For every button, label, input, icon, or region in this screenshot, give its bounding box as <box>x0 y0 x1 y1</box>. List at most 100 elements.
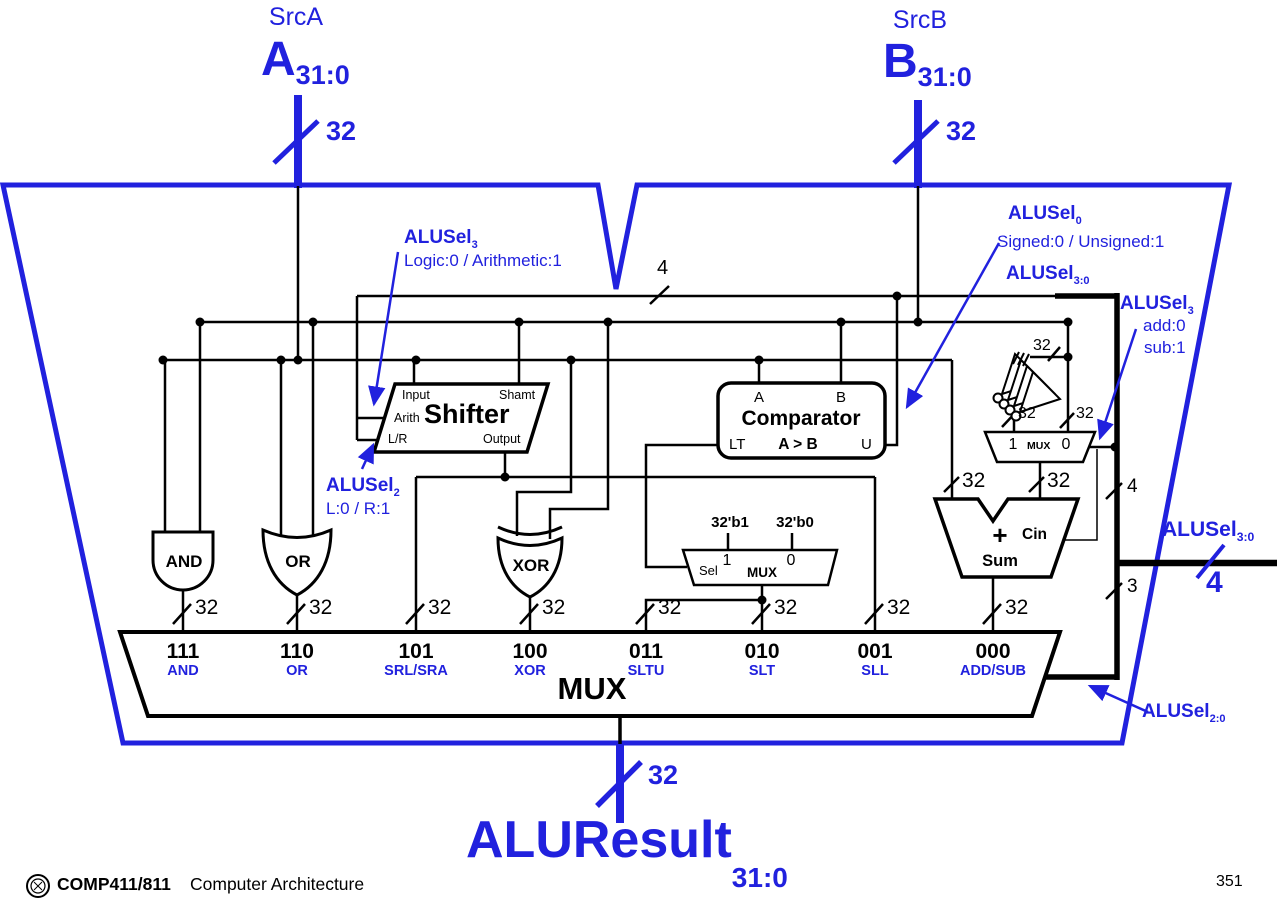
w32-xor: 32 <box>542 596 566 619</box>
inv-mux-in1: 1 <box>1008 436 1018 453</box>
w32-adder-b: 32 <box>1047 469 1071 492</box>
annotation-alusel2-desc: L:0 / R:1 <box>326 499 391 518</box>
srcB-bus <box>892 100 940 188</box>
lt-to-sel-wire <box>644 443 719 569</box>
slt-mux-in0: 0 <box>786 552 796 569</box>
srcA-label: SrcA <box>268 3 324 31</box>
result-mux-input-011: 011 SLTU <box>627 640 665 679</box>
xor-gate-label: XOR <box>512 556 550 575</box>
arrow-alusel20 <box>1087 684 1149 714</box>
annotation-alusel0-desc: Signed:0 / Unsigned:1 <box>997 232 1165 251</box>
w4-sel: 4 <box>1127 476 1138 497</box>
footer-course: COMP411/811 <box>57 874 171 894</box>
inverter-cluster <box>992 351 1062 422</box>
srcB-width-label: 32 <box>946 116 977 146</box>
arrow-alusel3-addsub <box>1097 328 1138 441</box>
srcB-label: SrcB <box>892 6 948 34</box>
annotation-alusel3-arith-desc: Logic:0 / Arithmetic:1 <box>404 251 562 270</box>
annotation-alusel20: ALUSel2:0 <box>1142 701 1226 725</box>
comparator-title: Comparator <box>741 407 861 430</box>
w32-adder-a: 32 <box>962 469 986 492</box>
alusel-bus-label: ALUSel3:0 <box>1162 518 1255 545</box>
comparator-pin-lt: LT <box>729 436 746 453</box>
annotation-alusel30-top: ALUSel3:0 <box>1006 263 1090 287</box>
annotation-alusel3-addsub: ALUSel3 <box>1120 293 1194 317</box>
slash-3 <box>1105 582 1123 600</box>
comparator-box <box>716 381 887 460</box>
alusel-bus-slash <box>1195 543 1226 580</box>
result-width-slash <box>595 760 643 808</box>
shifter-pin-shamt: Shamt <box>499 388 536 402</box>
srcA-width-label: 32 <box>326 116 357 146</box>
u-select-wire <box>884 296 899 447</box>
or-gate <box>261 527 333 597</box>
page-number: 351 <box>1216 873 1243 890</box>
footer-course-title: Computer Architecture <box>190 874 365 894</box>
arrow-alusel2-lr <box>357 442 375 470</box>
annotation-addsub-line1: add:0 <box>1143 316 1186 335</box>
w32-addsub: 32 <box>1005 596 1029 619</box>
junction-dots <box>158 291 1120 605</box>
w3-sel: 3 <box>1127 576 1138 597</box>
result-mux-input-000: 000 ADD/SUB <box>959 640 1027 679</box>
cin-wire <box>1064 449 1098 541</box>
annotation-arrows <box>357 242 1226 714</box>
shifter-title: Shifter <box>424 399 510 429</box>
annotation-alusel2: ALUSel2 <box>326 475 400 499</box>
result-mux-title: MUX <box>557 671 627 706</box>
result-mux-input-001: 001 SLL <box>857 640 893 679</box>
result-mux-input-010: 010 SLT <box>744 640 780 679</box>
adder-plus: + <box>992 520 1008 550</box>
alu-trapezoid-outline <box>0 182 1233 746</box>
srcA-width-slash <box>272 119 320 165</box>
university-seal-logo <box>26 874 50 898</box>
comparator-pin-a: A <box>753 389 765 406</box>
w32-b-direct: 32 <box>1076 405 1094 422</box>
comparator-pin-agtb: A > B <box>778 436 818 453</box>
inv-mux-title: MUX <box>1027 440 1051 452</box>
w32-sll: 32 <box>887 596 911 619</box>
and-gate <box>151 530 215 592</box>
wire-network <box>163 186 1277 744</box>
w32-inv-out: 32 <box>1018 405 1036 422</box>
shifter-pin-input: Input <box>402 388 430 402</box>
slt-mux-title: MUX <box>747 565 777 580</box>
result-label: ALUResult31:0 <box>466 811 788 893</box>
arrow-alusel3-arith <box>368 251 400 407</box>
annotation-addsub-line2: sub:1 <box>1144 338 1186 357</box>
result-mux-input-110: 110 OR <box>280 640 314 679</box>
w32-srl: 32 <box>428 596 452 619</box>
arrow-alusel0-u <box>905 242 1001 410</box>
result-mux-input-101: 101 SRL/SRA <box>384 640 448 679</box>
w32-inv-in: 32 <box>1033 337 1051 354</box>
result-mux-input-100: 100 XOR <box>512 640 548 679</box>
slt-mux-in1: 1 <box>722 552 732 569</box>
shifter-box <box>371 382 551 454</box>
w32-or: 32 <box>309 596 333 619</box>
w32-and: 32 <box>195 596 219 619</box>
result-mux-box <box>117 630 1063 718</box>
result-width-label: 32 <box>648 760 679 790</box>
srcA-bus <box>272 95 320 188</box>
slt-mux-sel: Sel <box>699 563 718 578</box>
annotation-alusel0: ALUSel0 <box>1008 203 1082 227</box>
slt-mux-const0: 32'b0 <box>776 514 814 531</box>
comparator-pin-u: U <box>861 436 872 453</box>
result-mux-input-111: 111 AND <box>166 640 200 679</box>
and-gate-label: AND <box>165 552 203 571</box>
inv-mux-in0: 0 <box>1061 436 1071 453</box>
w32-slt: 32 <box>774 596 798 619</box>
xor-gate <box>496 525 564 599</box>
invert-select-mux <box>983 430 1097 464</box>
slash-4 <box>1105 482 1123 500</box>
slt-constant-mux <box>681 548 839 587</box>
shifter-pin-lr: L/R <box>388 432 408 446</box>
comparator-pin-b: B <box>835 389 847 406</box>
alusel-bus-width: 4 <box>1206 566 1223 599</box>
annotation-alusel3-arith: ALUSel3 <box>404 227 478 251</box>
adder-box <box>932 497 1081 579</box>
or-gate-label: OR <box>285 552 311 571</box>
shifter-pin-arith: Arith <box>394 411 420 425</box>
sel4-slash <box>649 285 670 305</box>
